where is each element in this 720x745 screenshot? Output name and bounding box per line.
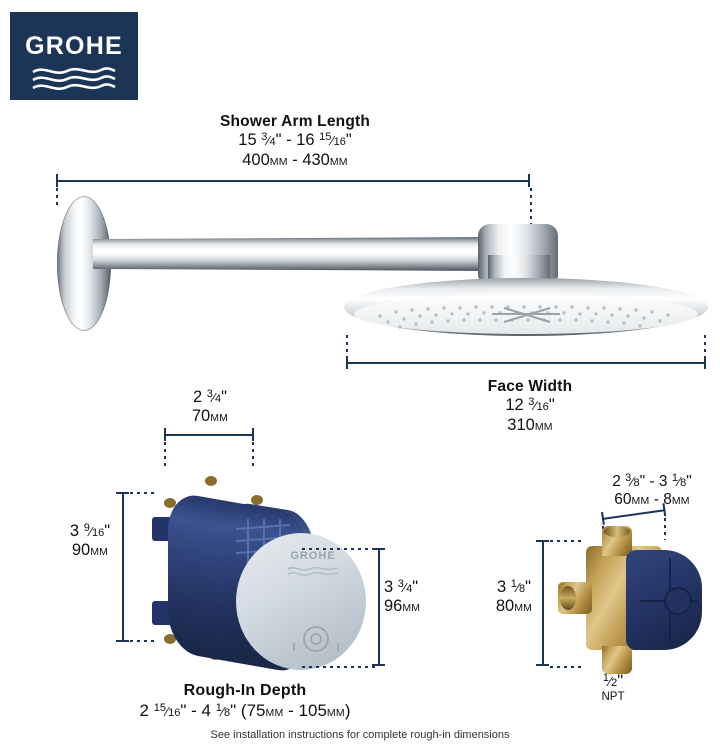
- shower-arm-length-inches: 15 3⁄4" - 16 15⁄16": [238, 131, 352, 150]
- dim-cap-bottom: [116, 640, 129, 642]
- shower-arm-length-block: Shower Arm Length 15 3⁄4" - 16 15⁄16" 40…: [185, 113, 405, 170]
- valve-width-mm: 70MM: [191, 407, 229, 426]
- rough-in-depth-title: Rough-In Depth: [183, 682, 307, 699]
- rough-in-valve-illustration: GROHE: [140, 455, 400, 680]
- small-valve-width-inches: 2 3⁄8" - 3 1⁄8": [612, 472, 692, 490]
- small-valve-bottom-port: [602, 646, 632, 674]
- shower-head: [344, 278, 708, 340]
- valve-cap-brand-label: GROHE: [290, 550, 336, 562]
- ext-line-arm-right: [530, 186, 532, 228]
- small-valve-top-port-opening: [604, 526, 630, 537]
- face-width-inches: 12 3⁄16": [505, 396, 555, 415]
- rough-in-depth-block: Rough-In Depth 2 15⁄16" - 4 1⁄8" (75MM -…: [0, 682, 490, 721]
- dim-cap-bottom: [536, 664, 549, 666]
- small-valve-width-block: 2 3⁄8" - 3 1⁄8" 60MM - 8MM: [586, 472, 718, 510]
- grohe-logo-wordmark: GROHE: [25, 32, 123, 60]
- small-valve-height-dimension-line: [536, 540, 549, 666]
- valve-height-mm: 90MM: [71, 541, 109, 560]
- ext-line-valve-h-top: [128, 492, 158, 494]
- ext-line-valve-h-bottom: [128, 640, 158, 642]
- face-width-mm: 310MM: [507, 415, 553, 434]
- valve-height-inches: 3 9⁄16": [69, 522, 111, 540]
- npt-size: 1⁄2": [602, 672, 624, 690]
- valve-width-dimension-line: [164, 428, 254, 441]
- ext-line-small-w-right: [664, 516, 666, 540]
- ext-line-valve-w-right: [252, 440, 254, 470]
- valve-depth-dimension-line: [372, 548, 385, 666]
- shower-arm-tube: [93, 237, 493, 271]
- npt-standard: NPT: [601, 691, 625, 704]
- dim-cap-left: [164, 428, 166, 441]
- dim-cap-top: [536, 540, 549, 542]
- face-width-dimension-line: [346, 356, 706, 369]
- dim-cap-right: [704, 356, 706, 369]
- valve-width-block: 2 3⁄4" 70MM: [152, 388, 268, 427]
- shower-arm-dimension-line: [56, 174, 530, 187]
- shower-arm-length-title: Shower Arm Length: [219, 113, 371, 130]
- face-width-title: Face Width: [487, 378, 573, 395]
- small-valve-height-mm: 80MM: [495, 597, 533, 616]
- ext-line-small-h-top: [548, 540, 582, 542]
- valve-depth-mm: 96MM: [384, 597, 421, 616]
- valve-depth-inches: 3 3⁄4": [384, 578, 419, 596]
- grohe-logo: GROHE: [10, 12, 138, 100]
- dim-cap-bottom: [372, 664, 385, 666]
- rough-in-footnote: See installation instructions for comple…: [210, 729, 510, 741]
- rough-in-depth-range: 2 15⁄16" - 4 1⁄8" (75MM - 105MM): [139, 701, 351, 720]
- valve-width-inches: 2 3⁄4": [192, 388, 228, 406]
- ext-line-arm-left: [56, 186, 58, 208]
- small-valve-left-port-opening: [560, 586, 576, 610]
- valve-height-block: 3 9⁄16" 90MM: [44, 522, 136, 561]
- small-valve-cap-vanes-icon: [640, 558, 698, 646]
- dim-cap-right: [528, 174, 530, 187]
- cap-dial-icon: [293, 626, 339, 652]
- ext-line-small-h-bottom: [548, 666, 582, 668]
- shower-head-nozzles-icon: [378, 305, 670, 329]
- dim-cap-left: [346, 356, 348, 369]
- small-valve-width-mm: 60MM - 8MM: [614, 491, 690, 509]
- ext-line-valve-w-left: [164, 440, 166, 470]
- small-valve-height-inches: 3 1⁄8": [496, 578, 532, 596]
- small-valve-width-dimension-line: [601, 503, 667, 525]
- waves-icon: [32, 67, 116, 91]
- ext-line-face-left: [346, 333, 348, 359]
- dim-cap-top: [372, 548, 385, 550]
- valve-protective-cap: [236, 533, 366, 670]
- dim-cap-top: [116, 492, 129, 494]
- ext-line-face-right: [704, 333, 706, 359]
- cap-waves-icon: [287, 566, 339, 576]
- valve-depth-block: 3 3⁄4" 96MM: [384, 578, 474, 617]
- small-valve-illustration: [556, 520, 712, 680]
- small-valve-height-block: 3 1⁄8" 80MM: [468, 578, 560, 617]
- ext-line-valve-d-bottom: [300, 666, 378, 668]
- npt-block: 1⁄2" NPT: [578, 672, 648, 705]
- dim-cap-left: [56, 174, 58, 187]
- face-width-block: Face Width 12 3⁄16" 310MM: [440, 378, 620, 435]
- shower-arm-length-mm: 400MM - 430MM: [242, 150, 348, 169]
- dim-cap-right: [252, 428, 254, 441]
- valve-height-dimension-line: [116, 492, 129, 642]
- ext-line-valve-d-top: [300, 548, 378, 550]
